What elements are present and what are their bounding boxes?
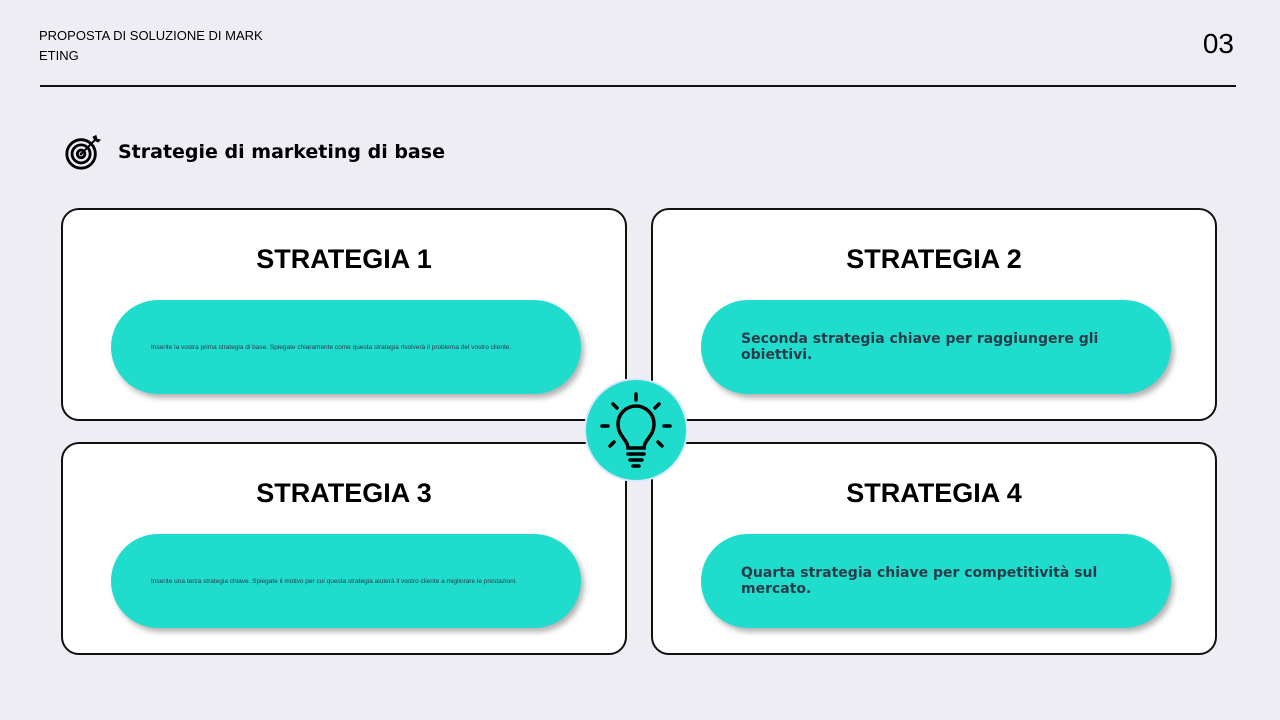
strategy-card-4: STRATEGIA 4 Quarta strategia chiave per … — [651, 442, 1217, 655]
target-icon — [65, 134, 102, 170]
strategy-title: STRATEGIA 1 — [256, 244, 432, 274]
strategy-card-3: STRATEGIA 3 Inserite una terza strategia… — [61, 442, 627, 655]
strategy-title: STRATEGIA 2 — [846, 244, 1022, 274]
strategy-description: Seconda strategia chiave per raggiungere… — [701, 300, 1171, 394]
section-title: Strategie di marketing di base — [118, 141, 445, 163]
lightbulb-icon — [600, 392, 672, 468]
page-number: 03 — [1202, 28, 1234, 59]
divider — [40, 85, 1236, 87]
lightbulb-badge — [586, 380, 686, 480]
strategy-title: STRATEGIA 4 — [846, 478, 1022, 508]
strategy-description: Inserite una terza strategia chiave. Spi… — [111, 534, 581, 628]
strategy-card-1: STRATEGIA 1 Inserite la vostra prima str… — [61, 208, 627, 421]
strategy-description: Quarta strategia chiave per competitivit… — [701, 534, 1171, 628]
strategy-description: Inserite la vostra prima strategia di ba… — [111, 300, 581, 394]
strategy-card-2: STRATEGIA 2 Seconda strategia chiave per… — [651, 208, 1217, 421]
strategy-title: STRATEGIA 3 — [256, 478, 432, 508]
presentation-title: PROPOSTA DI SOLUZIONE DI MARKETING — [39, 28, 263, 63]
